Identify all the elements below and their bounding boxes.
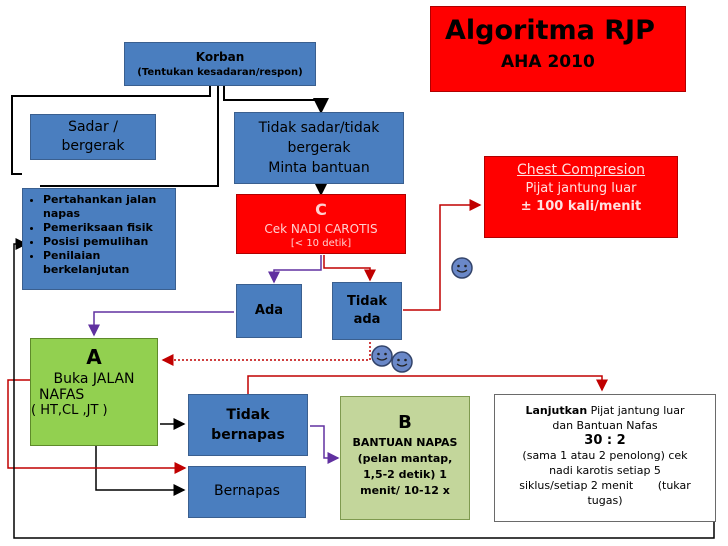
tidak-sadar-box: Tidak sadar/tidak bergerak Minta bantuan [234, 112, 404, 184]
connector-dotted-a [161, 342, 371, 366]
lanjutkan-line1: Pijat jantung luar [590, 404, 685, 417]
connector-bottom-loop [13, 238, 715, 539]
connector-sadar-list [40, 86, 219, 187]
list-item: Pemeriksaan fisik [43, 221, 175, 235]
smiley-icon [391, 351, 413, 373]
bernapas-label: Bernapas [214, 483, 280, 499]
lanjutkan-line3: (sama 1 atau 2 penolong) cek [522, 449, 688, 462]
connector-korban-sadar [11, 86, 211, 175]
korban-box: Korban (Tentukan kesadaran/respon) [124, 42, 316, 86]
a-line2: NAFAS [39, 387, 85, 403]
side-list: Pertahankan jalan napas Pemeriksaan fisi… [23, 193, 175, 277]
tidak-ada-line1: Tidak [346, 294, 388, 309]
title-box: Algoritma RJP AHA 2010 [430, 6, 686, 92]
smiley-icon [451, 257, 473, 279]
c-line1: Cek NADI CAROTIS [264, 222, 378, 236]
a-letter: A [86, 345, 102, 369]
c-box: C Cek NADI CAROTIS [< 10 detik] [236, 194, 406, 254]
connector-korban-tidaksadar [223, 86, 329, 114]
c-letter: C [315, 200, 327, 219]
connector-c-ada [268, 255, 322, 284]
tidak-bernapas-line2: bernapas [211, 427, 285, 443]
a-line1: Buka JALAN [53, 371, 135, 387]
connector-tidakada-chest [403, 199, 482, 311]
tidak-bernapas-box: Tidak bernapas [188, 394, 308, 456]
b-letter: B [398, 412, 412, 433]
lanjutkan-box: Lanjutkan Pijat jantung luar dan Bantuan… [494, 394, 716, 522]
sadar-line1: Sadar / [68, 119, 118, 135]
b-line1: BANTUAN NAPAS [352, 436, 458, 449]
list-item: Pertahankan jalan napas [43, 193, 175, 221]
chest-title: Chest Compresion [516, 162, 646, 178]
smiley-icon [371, 345, 393, 367]
bernapas-box: Bernapas [188, 466, 306, 518]
b-line3: 1,5-2 detik) 1 [363, 468, 447, 481]
c-line2: [< 10 detik] [290, 238, 352, 249]
lanjutkan-line2: dan Bantuan Nafas [552, 419, 658, 432]
chest-line2: ± 100 kali/menit [520, 199, 642, 214]
b-line4: menit/ 10-12 x [360, 484, 450, 497]
korban-title: Korban [195, 50, 245, 64]
lanjutkan-line5-wrap: siklus/setiap 2 menit (tukar [495, 478, 715, 493]
tidak-sadar-line2: bergerak [287, 140, 351, 156]
connector-red-loop [7, 379, 187, 474]
a-box: A Buka JALAN NAFAS ( HT,CL ,JT ) [30, 338, 158, 446]
title-sub: AHA 2010 [501, 52, 595, 72]
a-line3: ( HT,CL ,JT ) [31, 403, 108, 418]
connector-red-lanjutkan [247, 375, 608, 394]
tidak-sadar-line3: Minta bantuan [268, 160, 370, 176]
chest-line1: Pijat jantung luar [525, 181, 637, 196]
tidak-ada-line2: ada [353, 312, 381, 327]
korban-sub: (Tentukan kesadaran/respon) [137, 67, 303, 78]
lanjutkan-line6: (tukar [657, 479, 691, 492]
ada-label: Ada [254, 303, 284, 318]
lanjutkan-line7: tugas) [587, 494, 623, 507]
tidak-bernapas-line1: Tidak [226, 407, 270, 423]
lanjutkan-bold: Lanjutkan [525, 404, 588, 417]
ada-box: Ada [236, 284, 302, 338]
list-item: Posisi pemulihan [43, 235, 175, 249]
lanjutkan-line4: nadi karotis setiap 5 [549, 464, 661, 477]
tidak-ada-box: Tidak ada [332, 282, 402, 340]
side-list-box: Pertahankan jalan napas Pemeriksaan fisi… [22, 188, 176, 290]
title-main: Algoritma RJP [445, 15, 655, 46]
sadar-box: Sadar / bergerak [30, 114, 156, 160]
list-item: Penilaian berkelanjutan [43, 249, 175, 277]
connector-c-tidakada [323, 255, 376, 282]
connector-a-bernapas [95, 446, 186, 496]
b-line2: (pelan mantap, [357, 452, 453, 465]
chest-box: Chest Compresion Pijat jantung luar ± 10… [484, 156, 678, 238]
connector-tidakbernapas-b [310, 425, 340, 464]
tidak-sadar-line1: Tidak sadar/tidak [258, 120, 380, 136]
lanjutkan-ratio: 30 : 2 [584, 433, 626, 448]
lanjutkan-line1-wrap: Lanjutkan Pijat jantung luar [495, 403, 715, 418]
lanjutkan-line5: siklus/setiap 2 menit [519, 479, 634, 492]
connector-ada-a [88, 311, 234, 337]
b-box: B BANTUAN NAPAS (pelan mantap, 1,5-2 det… [340, 396, 470, 520]
sadar-line2: bergerak [61, 138, 125, 154]
